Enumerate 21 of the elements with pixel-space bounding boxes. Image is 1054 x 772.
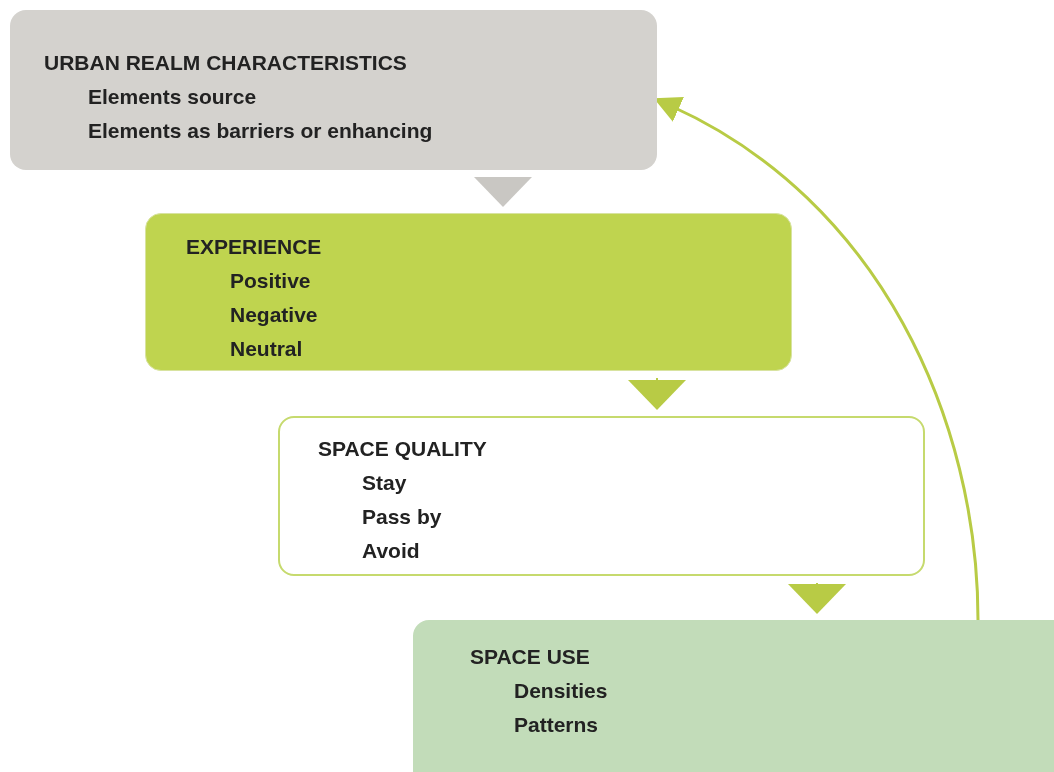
stage-heading: URBAN REALM CHARACTERISTICS bbox=[44, 50, 407, 76]
stage-item: Positive bbox=[230, 268, 311, 294]
stage-item: Neutral bbox=[230, 336, 303, 362]
stage-box bbox=[145, 213, 792, 371]
stage-heading: SPACE QUALITY bbox=[318, 436, 487, 462]
stage-heading: EXPERIENCE bbox=[186, 234, 322, 260]
stage-item: Elements source bbox=[88, 84, 257, 110]
stage-heading: SPACE USE bbox=[470, 644, 590, 670]
chevron-arrow bbox=[788, 582, 846, 614]
stage-item: Densities bbox=[514, 678, 608, 704]
stage-box bbox=[10, 10, 657, 170]
chevron-arrow bbox=[628, 377, 686, 410]
stage-box bbox=[278, 416, 925, 576]
stage-item: Pass by bbox=[362, 504, 442, 530]
chevron-arrow bbox=[474, 176, 532, 207]
stage-item: Patterns bbox=[514, 712, 599, 738]
stage-item: Elements as barriers or enhancing bbox=[88, 118, 433, 144]
stage-item: Stay bbox=[362, 470, 407, 496]
stage-item: Negative bbox=[230, 302, 318, 328]
stage-item: Avoid bbox=[362, 538, 420, 564]
stage-box bbox=[413, 620, 1054, 772]
